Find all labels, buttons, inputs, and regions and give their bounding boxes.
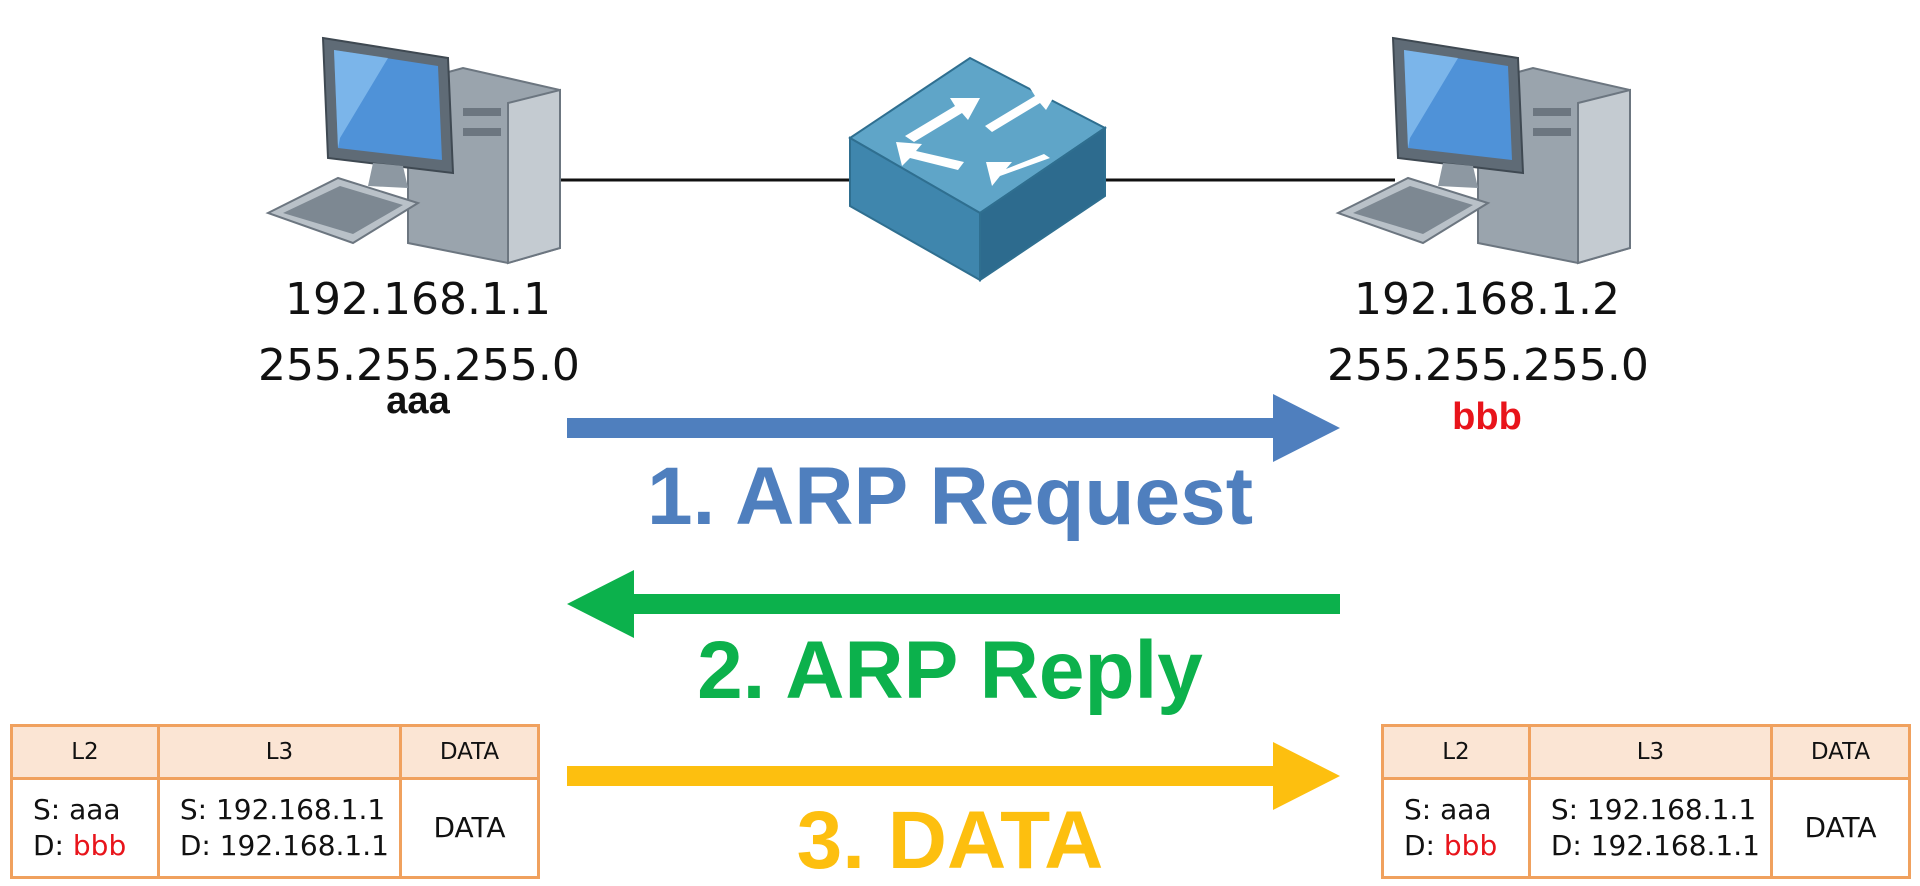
l2-dst-label: D: bbox=[1404, 829, 1444, 862]
host-left-mac: aaa bbox=[386, 380, 450, 422]
l3-src: S: 192.168.1.1 bbox=[1550, 793, 1757, 826]
frame-table-left: L2 L3 DATA S: aaa D: bbb S: 192.168.1.1 … bbox=[10, 724, 540, 879]
switch-icon bbox=[848, 56, 1107, 282]
cell-l2: S: aaa D: bbb bbox=[1381, 777, 1531, 879]
header-l2: L2 bbox=[10, 724, 160, 780]
cell-l3: S: 192.168.1.1 D: 192.168.1.1 bbox=[156, 777, 403, 879]
step-arp-reply-label: 2. ARP Reply bbox=[697, 625, 1203, 716]
l2-src-label: S: bbox=[1404, 793, 1441, 826]
host-right-ip: 192.168.1.2 bbox=[1354, 274, 1620, 325]
l3-dst: D: 192.168.1.1 bbox=[1550, 829, 1760, 862]
host-right-mac: bbb bbox=[1452, 396, 1522, 438]
cell-l3: S: 192.168.1.1 D: 192.168.1.1 bbox=[1527, 777, 1774, 879]
l2-dst: bbb bbox=[72, 829, 127, 862]
cell-l2: S: aaa D: bbb bbox=[10, 777, 160, 879]
l2-dst: bbb bbox=[1443, 829, 1498, 862]
host-left-mask: 255.255.255.0 bbox=[258, 340, 580, 391]
header-l3: L3 bbox=[1527, 724, 1774, 780]
l2-src-label: S: bbox=[33, 793, 70, 826]
l3-src: S: 192.168.1.1 bbox=[179, 793, 386, 826]
header-l2: L2 bbox=[1381, 724, 1531, 780]
step-arp-request-label: 1. ARP Request bbox=[646, 451, 1254, 542]
arrow-data bbox=[567, 742, 1340, 810]
header-data: DATA bbox=[399, 724, 540, 780]
header-l3: L3 bbox=[156, 724, 403, 780]
computer-icon-right bbox=[1335, 36, 1631, 265]
l2-src: aaa bbox=[1440, 793, 1492, 826]
host-left-ip: 192.168.1.1 bbox=[285, 274, 551, 325]
frame-table-right: L2 L3 DATA S: aaa D: bbb S: 192.168.1.1 … bbox=[1381, 724, 1911, 879]
host-right-mask: 255.255.255.0 bbox=[1327, 340, 1649, 391]
computer-icon-left bbox=[265, 36, 561, 265]
cell-data: DATA bbox=[399, 777, 540, 879]
arrow-arp-request bbox=[567, 394, 1340, 462]
l2-dst-label: D: bbox=[33, 829, 73, 862]
arrow-arp-reply bbox=[567, 570, 1340, 638]
cell-data: DATA bbox=[1770, 777, 1911, 879]
l2-src: aaa bbox=[69, 793, 121, 826]
header-data: DATA bbox=[1770, 724, 1911, 780]
l3-dst: D: 192.168.1.1 bbox=[179, 829, 389, 862]
step-data-label: 3. DATA bbox=[796, 795, 1104, 886]
